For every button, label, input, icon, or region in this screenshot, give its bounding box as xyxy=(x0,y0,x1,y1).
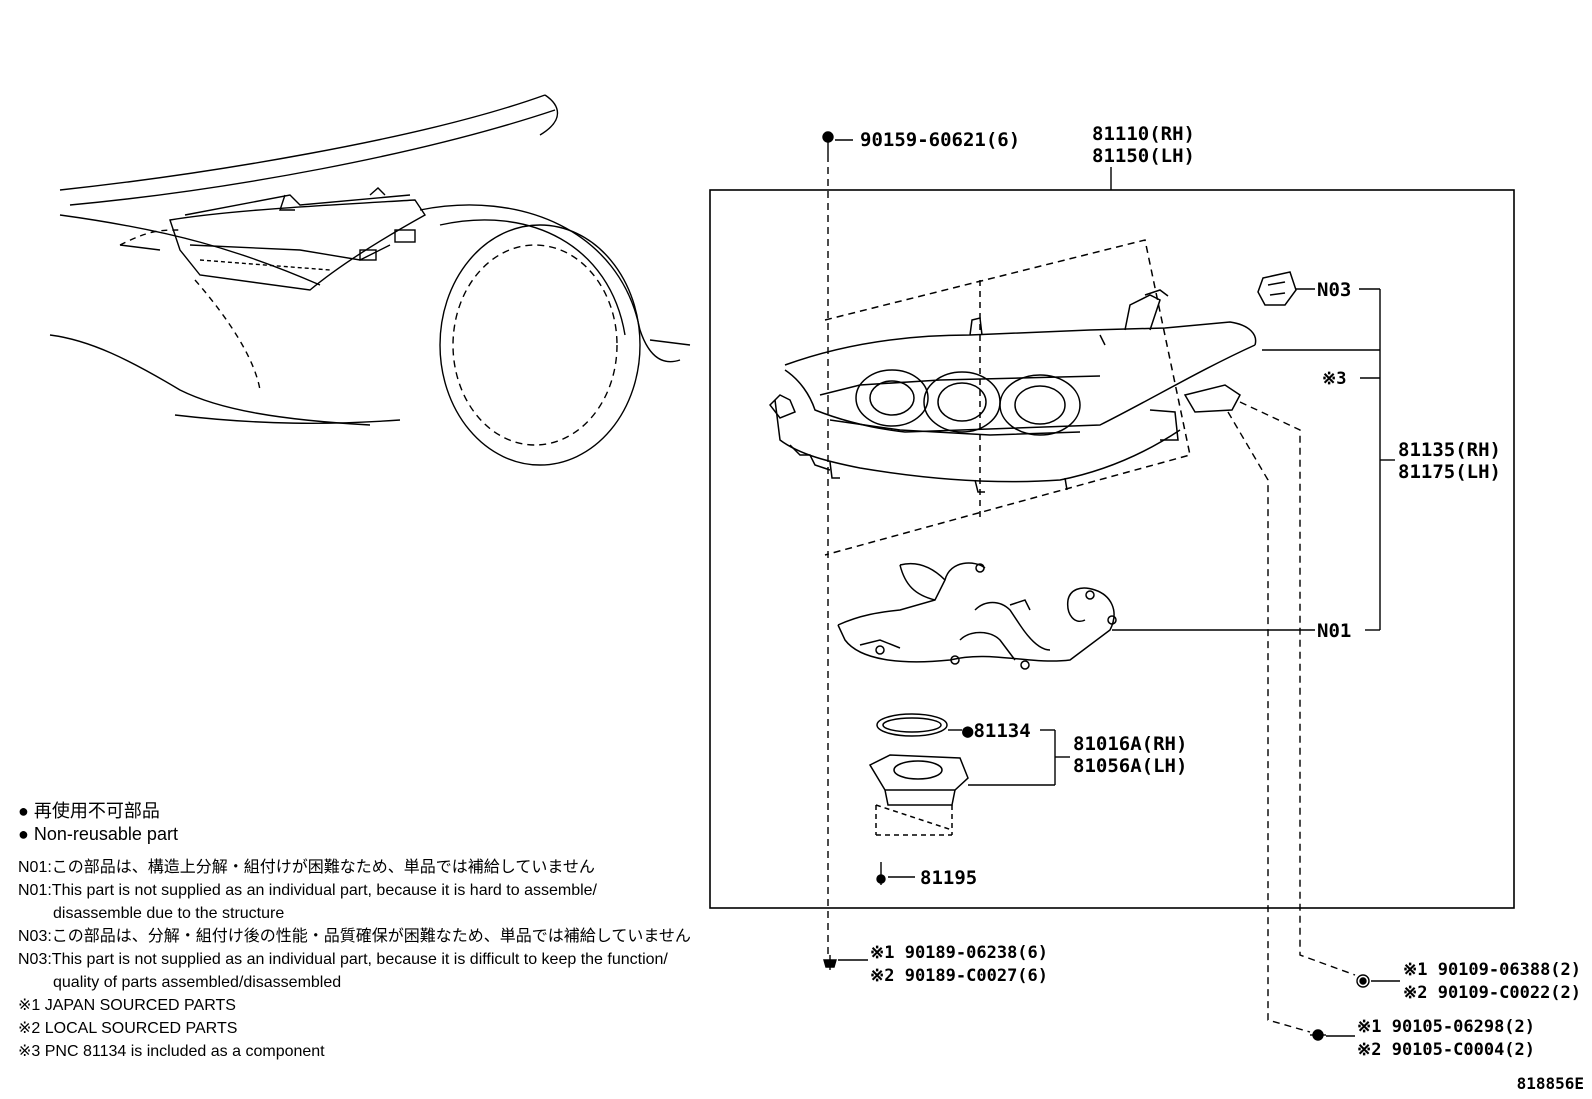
label-note3-mark: ※3 xyxy=(1322,369,1346,389)
label-screw-a-jp[interactable]: ※1 90109-06388(2) xyxy=(1403,960,1581,980)
label-assy-rh[interactable]: 81110(RH) xyxy=(1092,123,1195,145)
label-n01[interactable]: N01 xyxy=(1317,620,1351,642)
label-ring[interactable]: ●81134 xyxy=(962,720,1031,742)
note-n01-en-1: N01:This part is not supplied as an indi… xyxy=(18,882,597,899)
note-n03-en-2: quality of parts assembled/disassembled xyxy=(53,974,342,991)
label-assy-lh[interactable]: 81150(LH) xyxy=(1092,145,1195,167)
label-computer-lh[interactable]: 81056A(LH) xyxy=(1073,755,1187,777)
legend-nonreusable-jp: ● 再使用不可部品 xyxy=(18,801,160,821)
legend-nonreusable-en: ● Non-reusable part xyxy=(18,824,178,844)
note-n03-jp: N03:この部品は、分解・組付け後の性能・品質確保が困難なため、単品では補給して… xyxy=(18,928,691,945)
drawing-id: 818856E xyxy=(1516,1074,1584,1093)
label-screw-b-jp[interactable]: ※1 90105-06298(2) xyxy=(1357,1017,1535,1037)
wire-harness-illustration xyxy=(837,562,1117,670)
label-unit-lh[interactable]: 81175(LH) xyxy=(1398,461,1501,483)
label-screw-a-local[interactable]: ※2 90109-C0022(2) xyxy=(1403,983,1581,1003)
label-n03[interactable]: N03 xyxy=(1317,279,1351,301)
n03-bracket-illustration xyxy=(1257,271,1297,306)
note-pnc-included: ※3 PNC 81134 is included as a component xyxy=(18,1043,325,1060)
note-japan-sourced: ※1 JAPAN SOURCED PARTS xyxy=(18,997,236,1014)
note-n03-en-1: N03:This part is not supplied as an indi… xyxy=(18,951,668,968)
label-unit-rh[interactable]: 81135(RH) xyxy=(1398,439,1501,461)
vehicle-overview-illustration xyxy=(49,94,691,466)
label-bolt-top[interactable]: 90159-60621(6) xyxy=(860,129,1020,151)
leader-lines xyxy=(827,139,1400,1037)
legend-notes: ● 再使用不可部品 ● Non-reusable part N01:この部品は、… xyxy=(18,800,798,1063)
label-screw-b-local[interactable]: ※2 90105-C0004(2) xyxy=(1357,1040,1535,1060)
label-computer-rh[interactable]: 81016A(RH) xyxy=(1073,733,1187,755)
label-screw[interactable]: 81195 xyxy=(920,867,977,889)
label-clip-jp[interactable]: ※1 90189-06238(6) xyxy=(870,943,1048,963)
assembly-frame xyxy=(709,189,1515,909)
ballast-computer-illustration xyxy=(868,713,969,836)
note-local-sourced: ※2 LOCAL SOURCED PARTS xyxy=(18,1020,238,1037)
label-clip-local[interactable]: ※2 90189-C0027(6) xyxy=(870,966,1048,986)
headlamp-unit-illustration xyxy=(769,239,1257,556)
fastener-icons xyxy=(822,131,1370,1041)
note-n01-en-2: disassemble due to the structure xyxy=(53,905,285,922)
note-n01-jp: N01:この部品は、構造上分解・組付けが困難なため、単品では補給していません xyxy=(18,859,595,876)
